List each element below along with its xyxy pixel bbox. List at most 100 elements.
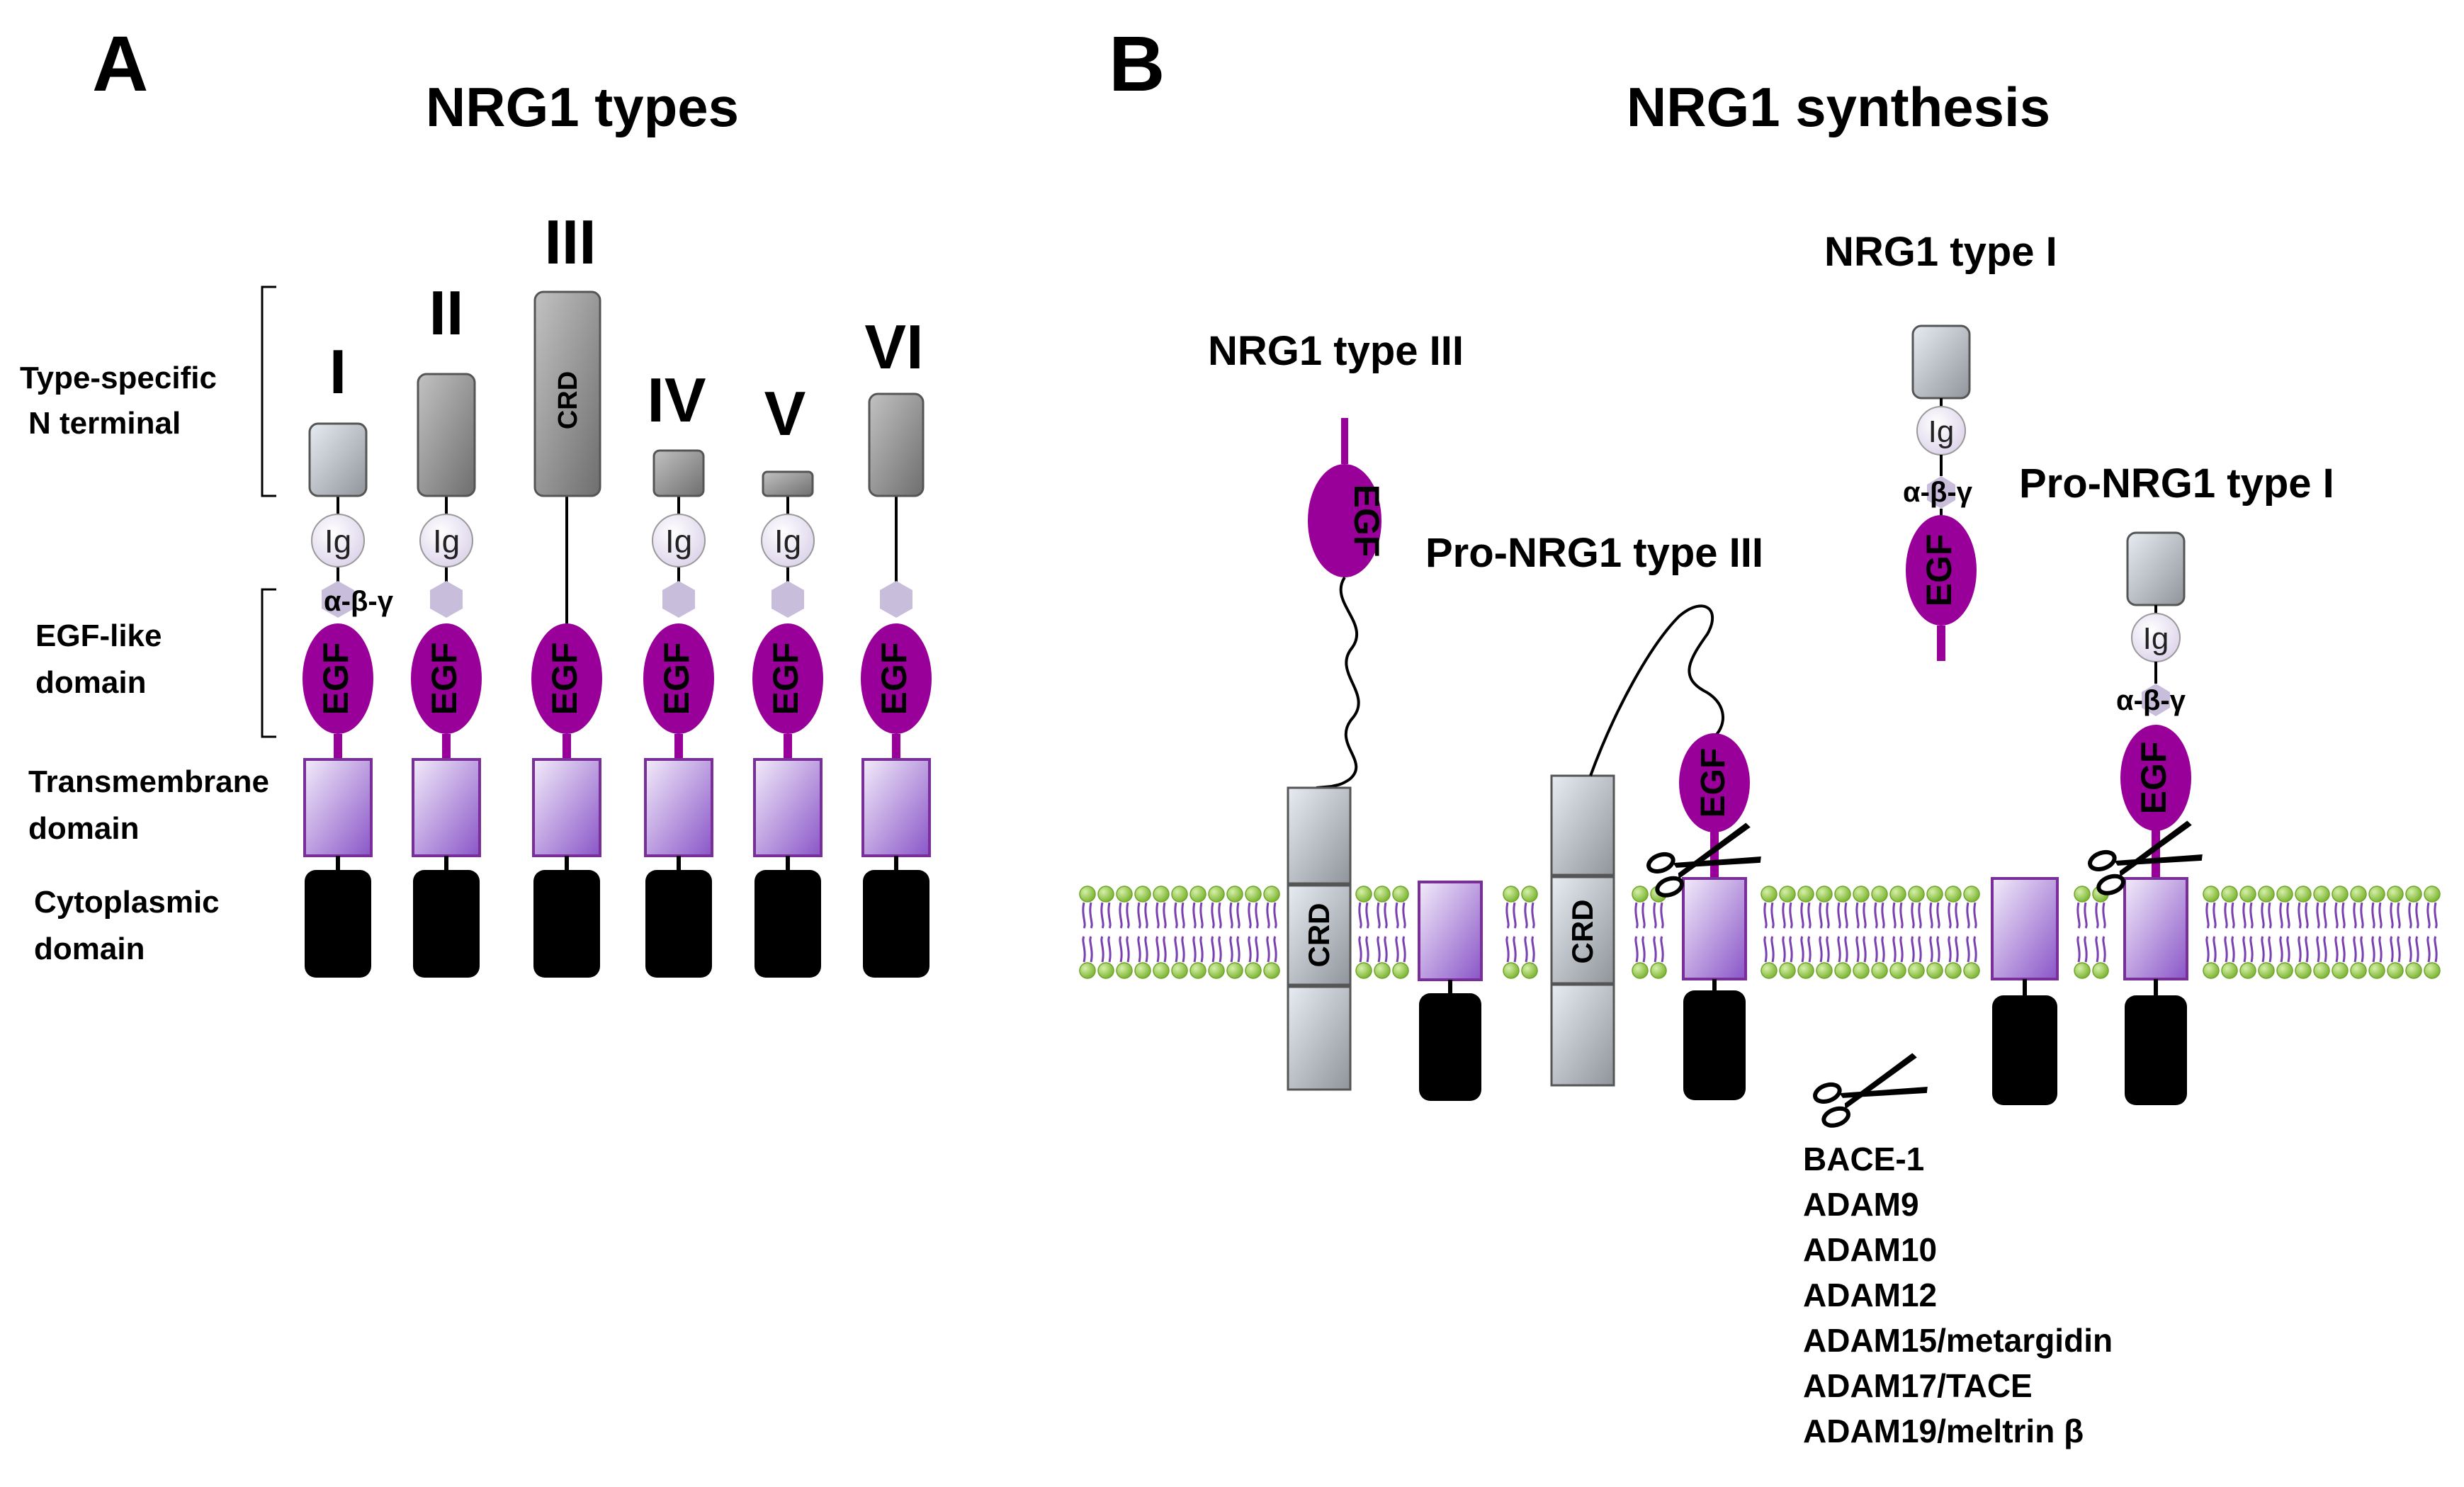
lipid-head bbox=[1871, 886, 1888, 903]
lipid-head bbox=[1392, 962, 1409, 979]
lipid-tail bbox=[2224, 902, 2235, 963]
released-type-i-egf-label: EGF bbox=[1919, 534, 1959, 607]
lipid-head bbox=[1834, 886, 1851, 903]
lipid-head bbox=[1761, 962, 1778, 979]
lipid-head bbox=[1134, 962, 1151, 979]
lipid-head bbox=[1355, 962, 1372, 979]
bracket-type-specific bbox=[261, 285, 276, 497]
lipid-head bbox=[1153, 962, 1170, 979]
lipid-tail bbox=[1855, 902, 1867, 963]
lipid-head bbox=[1945, 886, 1962, 903]
label-nrg1-type-iii: NRG1 type III bbox=[1208, 328, 1464, 374]
pro-type-iii-upper-box bbox=[1550, 774, 1615, 876]
lipid-head bbox=[2295, 962, 2312, 979]
lipid-head bbox=[2332, 962, 2349, 979]
type-i-splice-label: α-β-γ bbox=[324, 586, 394, 617]
lipid-head bbox=[2405, 962, 2422, 979]
lipid-head bbox=[2221, 962, 2238, 979]
lipid-head bbox=[1779, 886, 1796, 903]
type-vi-transmembrane-domain bbox=[861, 758, 931, 857]
lipid-tail bbox=[1653, 902, 1664, 963]
type-iv-egf-domain bbox=[643, 623, 714, 734]
lipid-tail bbox=[2076, 902, 2088, 963]
type-ii-column: II Ig EGF bbox=[411, 278, 482, 978]
type-iv-ig-label: Ig bbox=[665, 523, 692, 560]
lipid-head bbox=[2405, 886, 2422, 903]
pro-nrg1-type-i: Ig α-β-γ EGF bbox=[2116, 531, 2191, 1105]
lipid-head bbox=[1245, 962, 1262, 979]
lipid-head bbox=[1632, 962, 1649, 979]
lipid-tail bbox=[2279, 902, 2290, 963]
type-v-ig-domain bbox=[761, 514, 815, 567]
lipid-tail bbox=[2334, 902, 2346, 963]
type-ii-egf-label: EGF bbox=[424, 643, 464, 716]
lipid-tail bbox=[1948, 902, 1959, 963]
type-iv-transmembrane-domain bbox=[644, 758, 713, 857]
lipid-tail bbox=[1763, 902, 1775, 963]
lipid-head bbox=[1153, 886, 1170, 903]
type-i-cytoplasmic-domain bbox=[305, 870, 371, 978]
type-ii-splice-hexagon bbox=[430, 581, 463, 618]
lipid-head bbox=[1355, 886, 1372, 903]
lipid-head bbox=[2295, 886, 2312, 903]
type-v-numeral: V bbox=[764, 378, 806, 448]
nrg1-type-i-released: Ig α-β-γ EGF bbox=[1903, 324, 1977, 661]
pro-type-iii-transmembrane-domain bbox=[1682, 877, 1747, 980]
lipid-head bbox=[2350, 886, 2367, 903]
type-iv-cytoplasmic-domain bbox=[645, 870, 712, 978]
lipid-tail bbox=[2205, 902, 2217, 963]
lipid-head bbox=[2276, 886, 2293, 903]
lipid-head bbox=[2387, 886, 2404, 903]
lipid-tail bbox=[1524, 902, 1535, 963]
lipid-head bbox=[1226, 886, 1243, 903]
lipid-tail bbox=[1137, 902, 1148, 963]
bracket-egf-like bbox=[261, 588, 276, 738]
type-v-egf-domain bbox=[752, 623, 823, 734]
lipid-tail bbox=[1819, 902, 1830, 963]
lipid-head bbox=[1097, 886, 1114, 903]
lipid-tail bbox=[1119, 902, 1130, 963]
type-iii-egf-label: EGF bbox=[545, 643, 584, 716]
type-v-egf-label: EGF bbox=[766, 643, 806, 716]
lipid-tail bbox=[1174, 902, 1185, 963]
lipid-head bbox=[1116, 962, 1133, 979]
lipid-head bbox=[2074, 886, 2091, 903]
type-i-egf-domain bbox=[303, 623, 373, 734]
lipid-tail bbox=[1800, 902, 1812, 963]
type-ii-egf-domain bbox=[411, 623, 482, 734]
lipid-head bbox=[2203, 886, 2220, 903]
type-ii-ig-label: Ig bbox=[433, 523, 460, 560]
lipid-head bbox=[1116, 886, 1133, 903]
lipid-tail bbox=[2298, 902, 2309, 963]
type-iii-cytoplasmic-domain bbox=[533, 870, 600, 978]
lipid-head bbox=[1889, 962, 1906, 979]
lipid-head bbox=[1208, 962, 1225, 979]
lipid-head bbox=[2074, 962, 2091, 979]
lipid-tail bbox=[1782, 902, 1793, 963]
lipid-tail bbox=[1966, 902, 1977, 963]
label-cytoplasmic-1: Cytoplasmic bbox=[34, 885, 220, 920]
lipid-tail bbox=[1892, 902, 1904, 963]
lipid-head bbox=[1908, 962, 1925, 979]
lipid-head bbox=[1171, 886, 1188, 903]
lipid-head bbox=[1079, 886, 1096, 903]
lipid-head bbox=[1134, 886, 1151, 903]
type-i-ig-label: Ig bbox=[324, 523, 351, 560]
type-ii-numeral: II bbox=[429, 278, 464, 348]
released-type-i-n-terminal-box bbox=[1911, 324, 1971, 400]
type-vi-numeral: VI bbox=[864, 312, 923, 382]
type-vi-egf-domain bbox=[861, 623, 932, 734]
scissors-icon bbox=[2088, 820, 2203, 895]
lipid-tail bbox=[1358, 902, 1369, 963]
type-iv-column: IV Ig EGF bbox=[643, 365, 714, 978]
released-type-i-splice-hexagon bbox=[1927, 476, 1955, 509]
released-type-iii-crd-label: CRD bbox=[1302, 903, 1335, 968]
lipid-head bbox=[1171, 962, 1188, 979]
type-iii-stub bbox=[1418, 881, 1483, 1101]
lipid-head bbox=[2276, 962, 2293, 979]
lipid-head bbox=[1263, 886, 1280, 903]
lipid-head bbox=[2203, 962, 2220, 979]
type-ii-transmembrane-domain bbox=[412, 758, 481, 857]
lipid-head bbox=[1853, 962, 1870, 979]
